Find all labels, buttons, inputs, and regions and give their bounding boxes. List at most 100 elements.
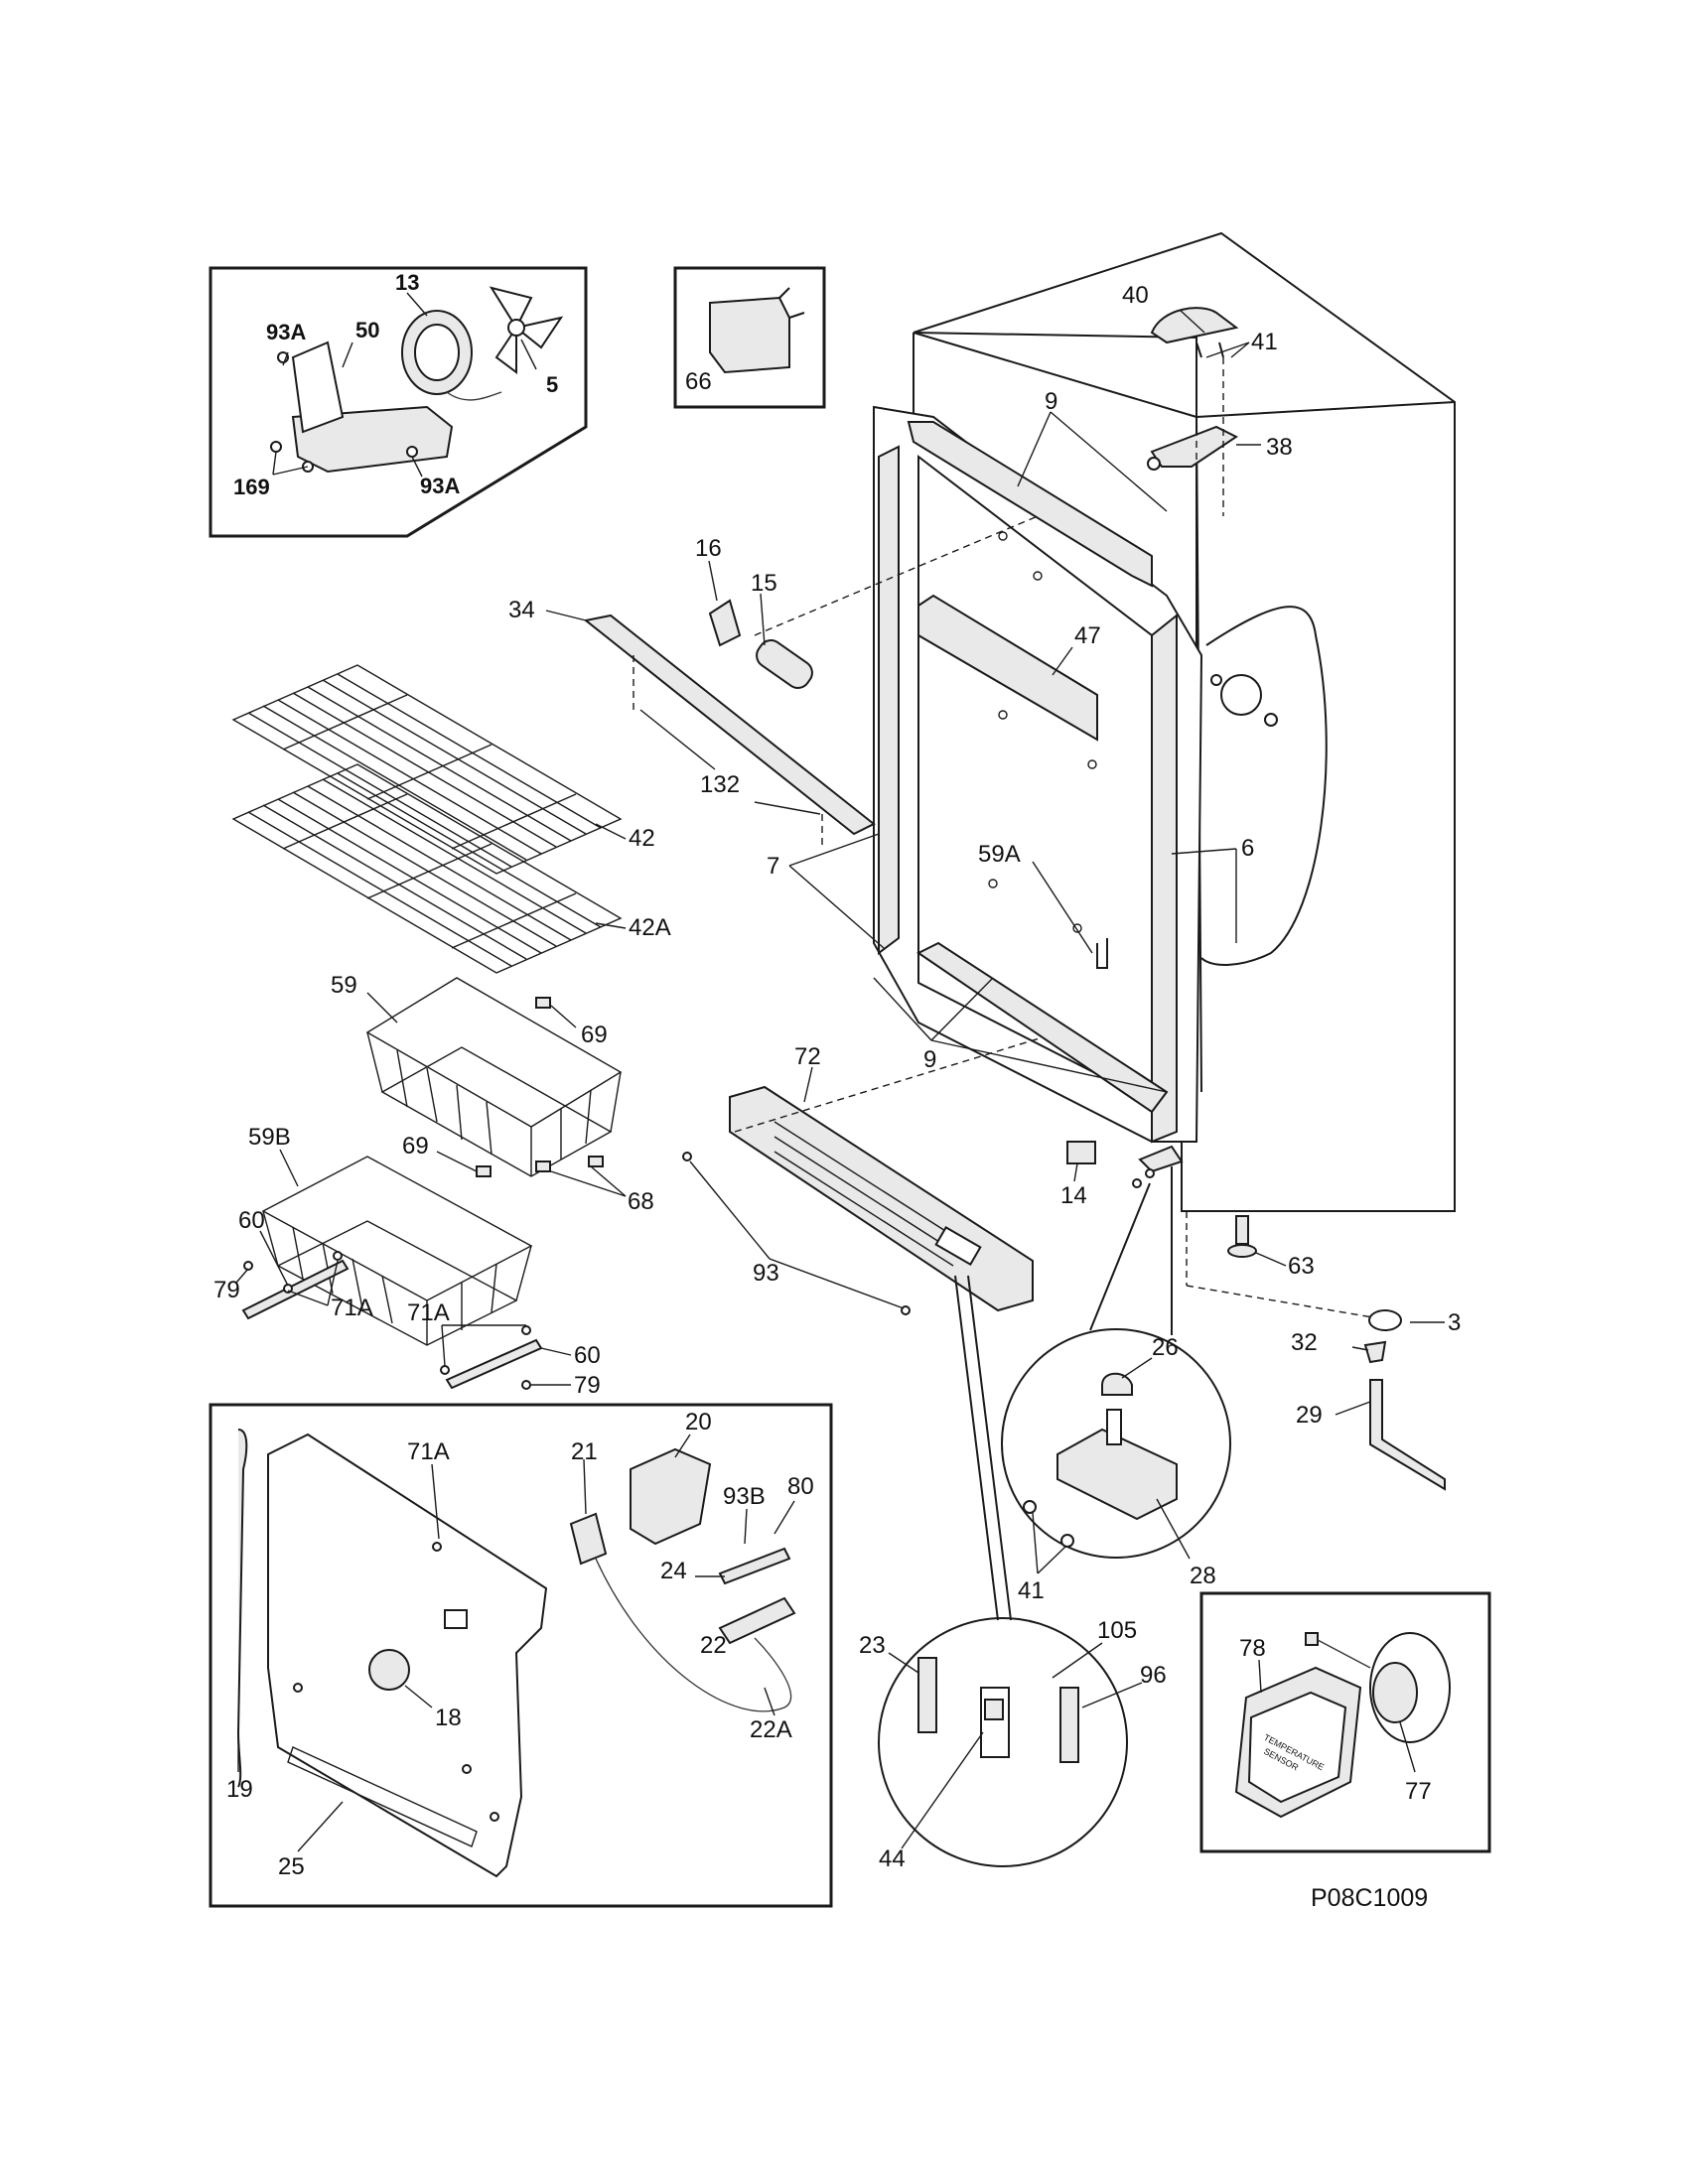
relay [709, 296, 790, 374]
label-15: 15 [751, 570, 777, 597]
breaker-strip-right [1151, 613, 1178, 1144]
light-bulb [756, 639, 813, 689]
label-50: 50 [355, 318, 379, 342]
inset-fan-motor: 13 93A 50 5 169 93A [209, 266, 588, 538]
label-59: 59 [331, 972, 357, 999]
label-7: 7 [767, 853, 779, 880]
sensor-clip [718, 1547, 791, 1585]
light-socket [708, 599, 742, 647]
basket-clip [535, 1160, 551, 1172]
diagram-code: P08C1009 [1311, 1884, 1428, 1912]
label-32: 32 [1291, 1329, 1318, 1356]
label-105: 105 [1097, 1617, 1137, 1644]
label-79: 79 [574, 1372, 601, 1399]
label-93A: 93A [420, 474, 460, 498]
leveling-leg: 63 [1227, 1215, 1315, 1280]
label-9: 9 [1045, 388, 1057, 415]
label-26: 26 [1152, 1334, 1179, 1361]
label-6: 6 [1241, 835, 1254, 862]
label-77: 77 [1405, 1778, 1432, 1805]
label-71A: 71A [331, 1295, 373, 1321]
basket-hook [1096, 938, 1108, 969]
power-switch [980, 1687, 1010, 1758]
label-23: 23 [859, 1632, 886, 1659]
thermostat-knob [368, 1649, 410, 1691]
label-47: 47 [1074, 622, 1101, 649]
label-18: 18 [435, 1705, 462, 1731]
basket-slides: 60 79 71A 71A 60 79 [213, 1207, 601, 1399]
switch-spacer [917, 1657, 937, 1733]
label-59B: 59B [248, 1124, 291, 1151]
shelf-rail [917, 594, 1098, 742]
bracket-plate [291, 341, 345, 434]
label-169: 169 [233, 475, 270, 499]
basket-slide [241, 1259, 350, 1320]
label-132: 132 [700, 771, 740, 798]
light-assembly: 16 15 [695, 535, 813, 689]
label-79: 79 [213, 1277, 240, 1303]
label-5: 5 [546, 372, 558, 397]
cabinet-body [913, 231, 1456, 1212]
label-3: 3 [1448, 1309, 1461, 1336]
hinge-cover [1150, 307, 1239, 344]
inset-alarm: TEMPERATURE SENSOR 78 77 [1199, 1591, 1491, 1853]
breaker-strip-left [878, 445, 900, 955]
label-42: 42 [629, 825, 655, 852]
door-switch [1066, 1141, 1096, 1164]
label-40: 40 [1122, 282, 1149, 309]
thermostat [569, 1512, 608, 1566]
label-25: 25 [278, 1853, 305, 1880]
handle-bushing [1363, 1340, 1387, 1364]
inset-relay: 66 [673, 266, 826, 409]
bottom-hinge [1138, 1145, 1184, 1173]
label-38: 38 [1266, 434, 1293, 461]
handle-cap [1368, 1309, 1402, 1331]
breaker-strip-top [907, 421, 1153, 588]
hinge-detail: 26 41 28 [1001, 1166, 1231, 1604]
basket-clip [476, 1165, 492, 1177]
label-93B: 93B [723, 1483, 766, 1510]
label-60: 60 [238, 1207, 265, 1234]
screw-icon [270, 441, 282, 453]
hinge-bushing [1101, 1372, 1133, 1396]
gasket-strip [236, 1429, 248, 1788]
label-60: 60 [574, 1342, 601, 1369]
label-13: 13 [395, 270, 419, 295]
label-71A: 71A [407, 1438, 450, 1465]
label-69: 69 [402, 1133, 429, 1160]
label-72: 72 [794, 1043, 821, 1070]
freezer-cabinet [873, 231, 1456, 1212]
label-42A: 42A [629, 914, 671, 941]
label-93: 93 [753, 1260, 779, 1287]
screw-icon [406, 446, 418, 458]
label-66: 66 [685, 368, 712, 395]
basket-lower: 59B 69 68 [248, 1124, 654, 1346]
label-69: 69 [581, 1022, 608, 1048]
wire-shelves: 42 42A [231, 664, 671, 974]
thermostat-cover [630, 1447, 712, 1546]
door-handle-assembly: 3 32 29 [1291, 1309, 1461, 1491]
basket-clip [588, 1156, 604, 1167]
label-21: 21 [571, 1438, 598, 1465]
label-44: 44 [879, 1845, 906, 1872]
label-28: 28 [1190, 1563, 1216, 1589]
label-9: 9 [923, 1046, 936, 1073]
sensor-tube [718, 1596, 796, 1645]
switch-detail: 23 105 96 44 [859, 1275, 1167, 1872]
label-78: 78 [1239, 1635, 1266, 1662]
label-41: 41 [1251, 329, 1278, 355]
label-93A: 93A [266, 320, 306, 344]
label-20: 20 [685, 1409, 712, 1435]
door-handle [1369, 1379, 1446, 1491]
label-19: 19 [226, 1776, 253, 1803]
inset-control-panel: 71A 18 19 25 21 20 93B 80 24 22 22A [209, 1403, 833, 1908]
label-71A: 71A [407, 1299, 450, 1326]
hinge-pin [1106, 1409, 1122, 1445]
label-22: 22 [700, 1632, 727, 1659]
switch-spacer [1059, 1687, 1079, 1763]
control-panel-housing [267, 1433, 548, 1878]
label-96: 96 [1140, 1662, 1167, 1689]
label-63: 63 [1288, 1253, 1315, 1280]
basket-clip [535, 997, 551, 1009]
